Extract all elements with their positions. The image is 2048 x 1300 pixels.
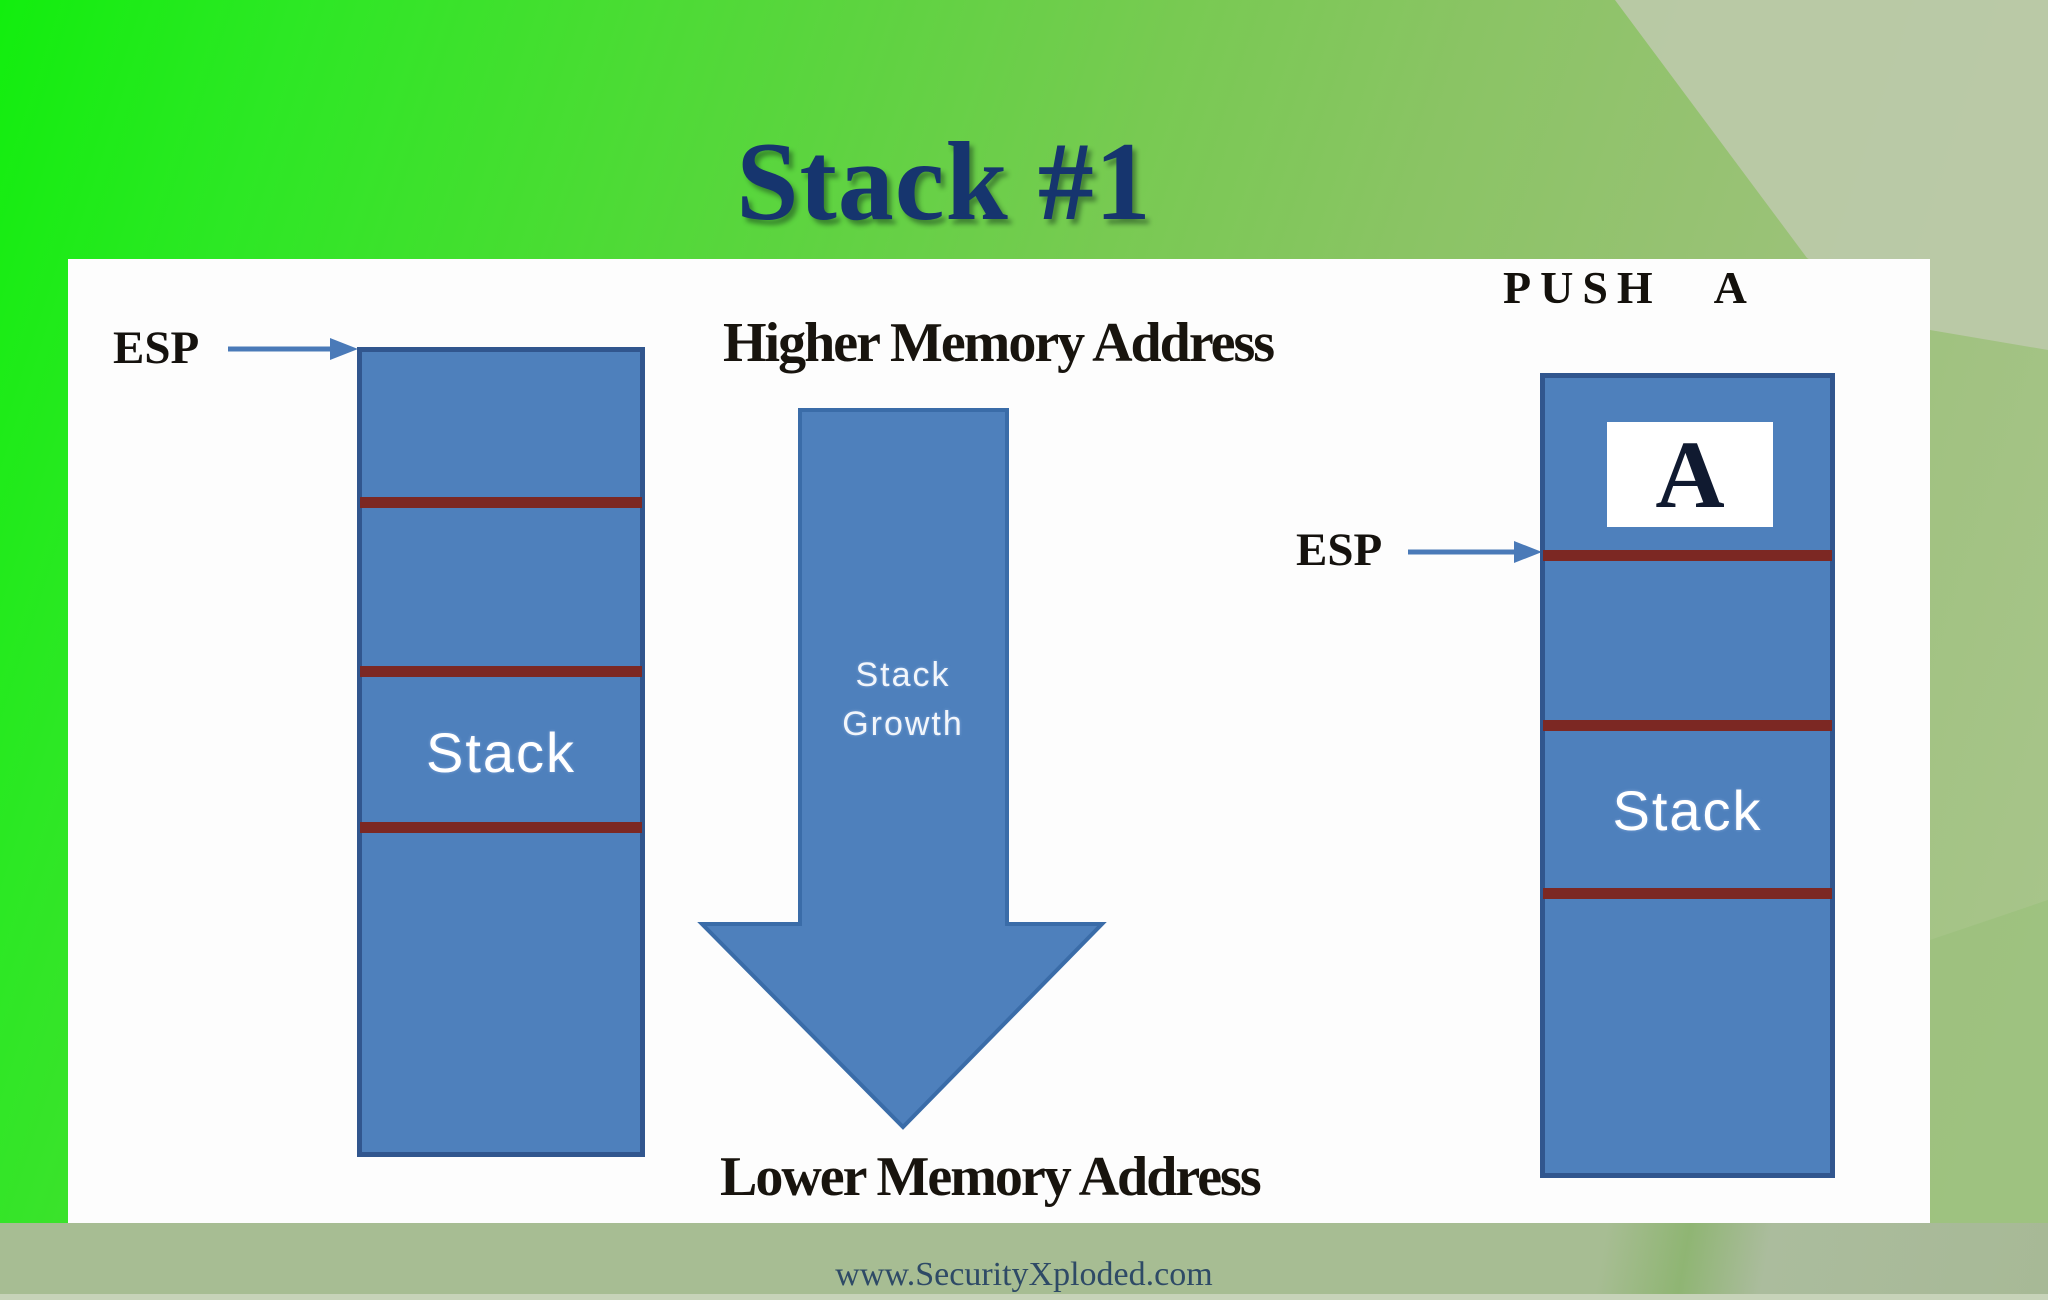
cell-divider <box>360 666 642 677</box>
lower-memory-address-label: Lower Memory Address <box>720 1146 1262 1208</box>
cell-divider <box>1543 720 1832 731</box>
stack-growth-label: Stack Growth <box>768 651 1038 750</box>
stack-label-left: Stack <box>425 721 577 784</box>
esp-label-left: ESP <box>113 322 200 374</box>
memory-column-after-push: A Stack <box>1540 373 1835 1178</box>
slide-footer: www.SecurityXploded.com <box>835 1256 1213 1293</box>
cell-divider <box>1543 888 1832 899</box>
pushed-value-box: A <box>1607 422 1773 527</box>
stack-label-right: Stack <box>1612 779 1763 842</box>
cell-divider <box>360 822 642 833</box>
esp-label-right: ESP <box>1296 524 1383 576</box>
cell-divider <box>360 497 642 508</box>
slide-title: Stack #1 <box>736 120 1152 244</box>
higher-memory-address-label: Higher Memory Address <box>723 312 1275 374</box>
pushed-value: A <box>1655 420 1725 528</box>
stack-growth-arrow <box>697 408 1107 1130</box>
push-operation-label: PUSH A <box>1503 262 1756 313</box>
background-bottom-band <box>0 1223 2048 1300</box>
diagram-panel: ESP Stack Higher Memory Address Stack Gr… <box>68 259 1930 1223</box>
esp-arrow-right <box>1408 541 1542 563</box>
memory-column-before-push: Stack <box>357 347 645 1157</box>
stack-growth-label-line2: Growth <box>842 705 964 744</box>
stack-growth-label-line1: Stack <box>855 656 951 694</box>
cell-divider <box>1543 550 1832 561</box>
esp-arrow-left <box>228 338 358 360</box>
